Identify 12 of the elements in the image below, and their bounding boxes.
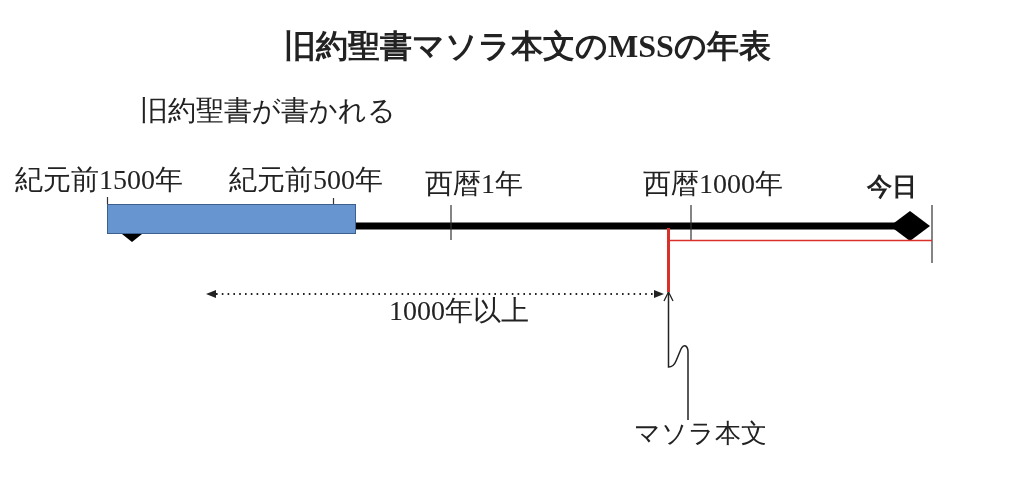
date-marker <box>667 228 670 292</box>
tick-label: 紀元前1500年 <box>15 165 183 196</box>
title: 旧約聖書マソラ本文のMSSの年表 <box>284 29 771 65</box>
period-label: 旧約聖書が書かれる <box>140 96 396 127</box>
tick-label: 紀元前500年 <box>229 165 383 196</box>
callout-label: マソラ本文 <box>634 420 767 449</box>
leader-arrow <box>663 291 689 421</box>
period-bar <box>107 204 356 234</box>
dimension-label: 1000年以上 <box>389 296 529 327</box>
tick-label: 西暦1000年 <box>643 169 783 200</box>
tick-label: 今日 <box>867 173 917 201</box>
tick-label: 西暦1年 <box>425 169 523 200</box>
